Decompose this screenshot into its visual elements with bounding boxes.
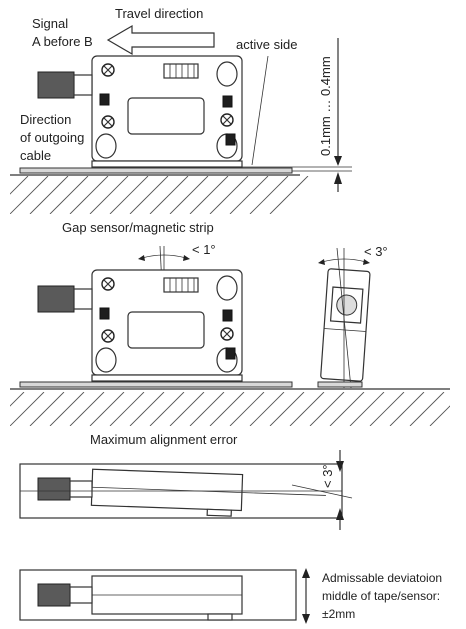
deviation-value-label: ±2mm — [322, 607, 355, 621]
signal-label: Signal — [32, 16, 68, 31]
deviation-middle-label: middle of tape/sensor: — [322, 589, 440, 603]
sensor-side-view — [320, 268, 371, 382]
connector-pins — [163, 63, 199, 79]
gap-range-label: 0.1mm … 0.4mm — [318, 56, 333, 156]
ground-hatching — [10, 392, 450, 426]
cable-gland — [37, 71, 75, 99]
led-icon — [99, 307, 110, 320]
led-icon — [225, 347, 236, 360]
ground-hatching — [10, 176, 309, 214]
angle-3-top-label: < 3° — [320, 464, 335, 488]
cable-nut — [73, 74, 93, 96]
sensor-base — [91, 160, 243, 168]
section-top-view-angle: < 3° — [19, 450, 353, 530]
mount-hole-top-right — [216, 61, 238, 87]
magnetic-strip — [19, 381, 293, 388]
magnetic-strip — [19, 167, 293, 174]
led-icon — [225, 133, 236, 146]
cable-label: cable — [20, 148, 51, 163]
led-icon — [222, 309, 233, 322]
section-angle-view: Gap sensor/magnetic strip < 1° — [10, 220, 450, 447]
active-side-label: active side — [236, 37, 297, 52]
sensor-window — [127, 97, 205, 135]
travel-direction-arrow — [106, 24, 215, 56]
max-alignment-label: Maximum alignment error — [90, 432, 238, 447]
section-gap-view: Signal A before B Travel direction activ… — [10, 6, 352, 214]
signal-ab-label: A before B — [32, 34, 93, 49]
angle-3-side-label: < 3° — [364, 244, 388, 259]
gap-title-label: Gap sensor/magnetic strip — [62, 220, 214, 235]
angle-1-label: < 1° — [192, 242, 216, 257]
section-top-view-offset: Admissable deviatoion middle of tape/sen… — [19, 568, 442, 624]
cable-outgoing-label: of outgoing — [20, 130, 84, 145]
led-icon — [99, 93, 110, 106]
travel-direction-label: Travel direction — [115, 6, 203, 21]
cable-direction-label: Direction — [20, 112, 71, 127]
led-icon — [222, 95, 233, 108]
deviation-label: Admissable deviatoion — [322, 571, 442, 585]
active-side-pointer — [251, 55, 269, 166]
mount-hole-left — [95, 133, 117, 159]
